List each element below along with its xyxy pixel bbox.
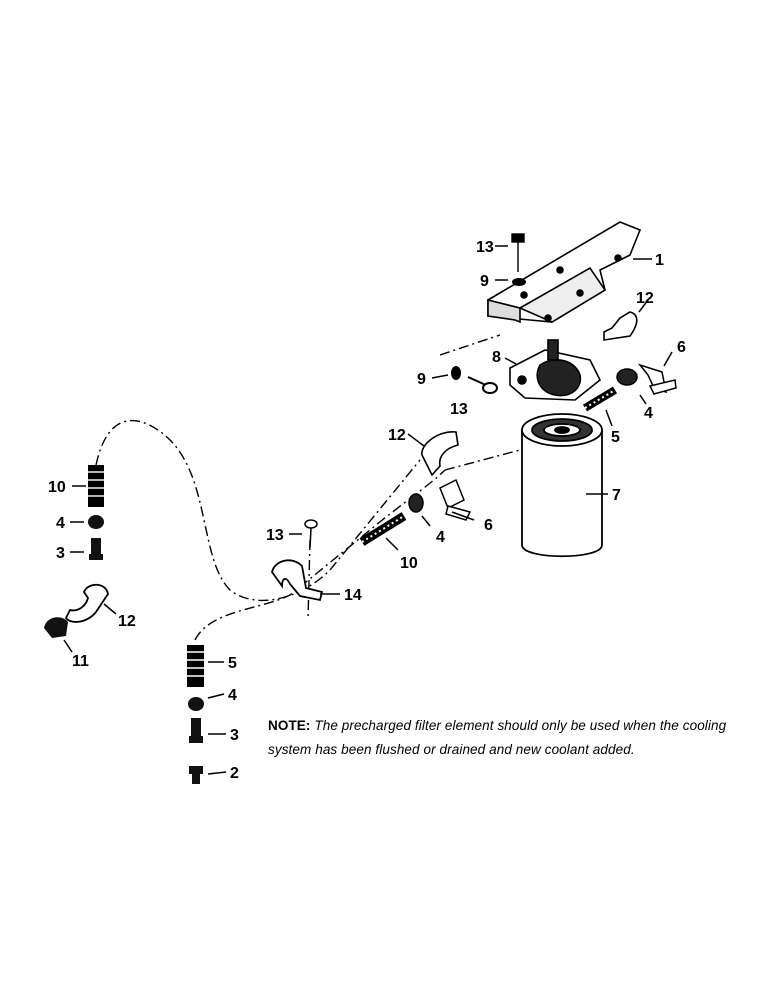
hose-clamp-14: [271, 559, 324, 602]
callout-13-mid: 13: [450, 401, 468, 418]
clamp-bolt-line: [307, 539, 311, 621]
washer-9-mid: [451, 366, 461, 380]
callout-9-mid: 9: [417, 371, 426, 388]
bracket-center-line: [439, 334, 501, 356]
callout-8: 8: [492, 349, 501, 366]
callout-9-top: 9: [480, 273, 489, 290]
nipple-3-bottom: [189, 718, 203, 743]
elbow-12-left: [64, 583, 109, 623]
callout-3-bottom: 3: [230, 727, 239, 744]
plug-2: [189, 766, 203, 784]
bolt-13-top: [511, 233, 525, 272]
hose-5-bottom: [187, 645, 204, 687]
leader-lines: [63, 245, 673, 775]
callout-12-left: 12: [118, 613, 136, 630]
nut-4-left: [88, 515, 104, 529]
callout-6-top: 6: [677, 339, 686, 356]
callout-5-bottom: 5: [228, 655, 237, 672]
callout-4-mid: 4: [436, 529, 445, 546]
note-label: NOTE:: [268, 718, 311, 733]
elbow-12-mid: [421, 431, 459, 477]
callout-4-left: 4: [56, 515, 65, 532]
hose-10-left: [88, 465, 104, 507]
callout-12-mid: 12: [388, 427, 406, 444]
callout-7: 7: [612, 487, 621, 504]
callout-1: 1: [655, 252, 664, 269]
valve-6-top: [616, 363, 677, 395]
hose-10-mid: [359, 512, 407, 546]
bolt-13-clamp: [304, 519, 318, 549]
callout-11: 11: [72, 653, 89, 670]
mounting-bracket: [487, 221, 642, 324]
callout-6-mid: 6: [484, 517, 493, 534]
callout-12-top: 12: [636, 290, 654, 307]
callout-10-left: 10: [48, 479, 66, 496]
callout-13-top: 13: [476, 239, 494, 256]
elbow-12-top: [603, 311, 638, 341]
bolt-13-mid: [467, 376, 498, 394]
note-text: NOTE: The precharged filter element shou…: [268, 714, 738, 762]
callout-14: 14: [344, 587, 362, 604]
washer-9-top: [512, 278, 526, 286]
callout-2: 2: [230, 765, 239, 782]
nut-4-bottom: [188, 697, 204, 711]
supply-hose-line: [95, 419, 421, 602]
filter-element: [521, 413, 603, 558]
plug-11: [44, 617, 68, 638]
callout-3-left: 3: [56, 545, 65, 562]
hose-5-short: [582, 386, 618, 412]
valve-6-mid: [408, 478, 472, 521]
note-body: The precharged filter element should onl…: [268, 718, 727, 757]
callout-10-mid: 10: [400, 555, 418, 572]
callout-4-top: 4: [644, 405, 653, 422]
callout-4-bottom: 4: [228, 687, 237, 704]
filter-head: [509, 339, 602, 401]
nipple-3-left: [89, 538, 103, 560]
return-hose-line: [194, 469, 446, 641]
callout-13-clamp: 13: [266, 527, 284, 544]
callout-5-top: 5: [611, 429, 620, 446]
